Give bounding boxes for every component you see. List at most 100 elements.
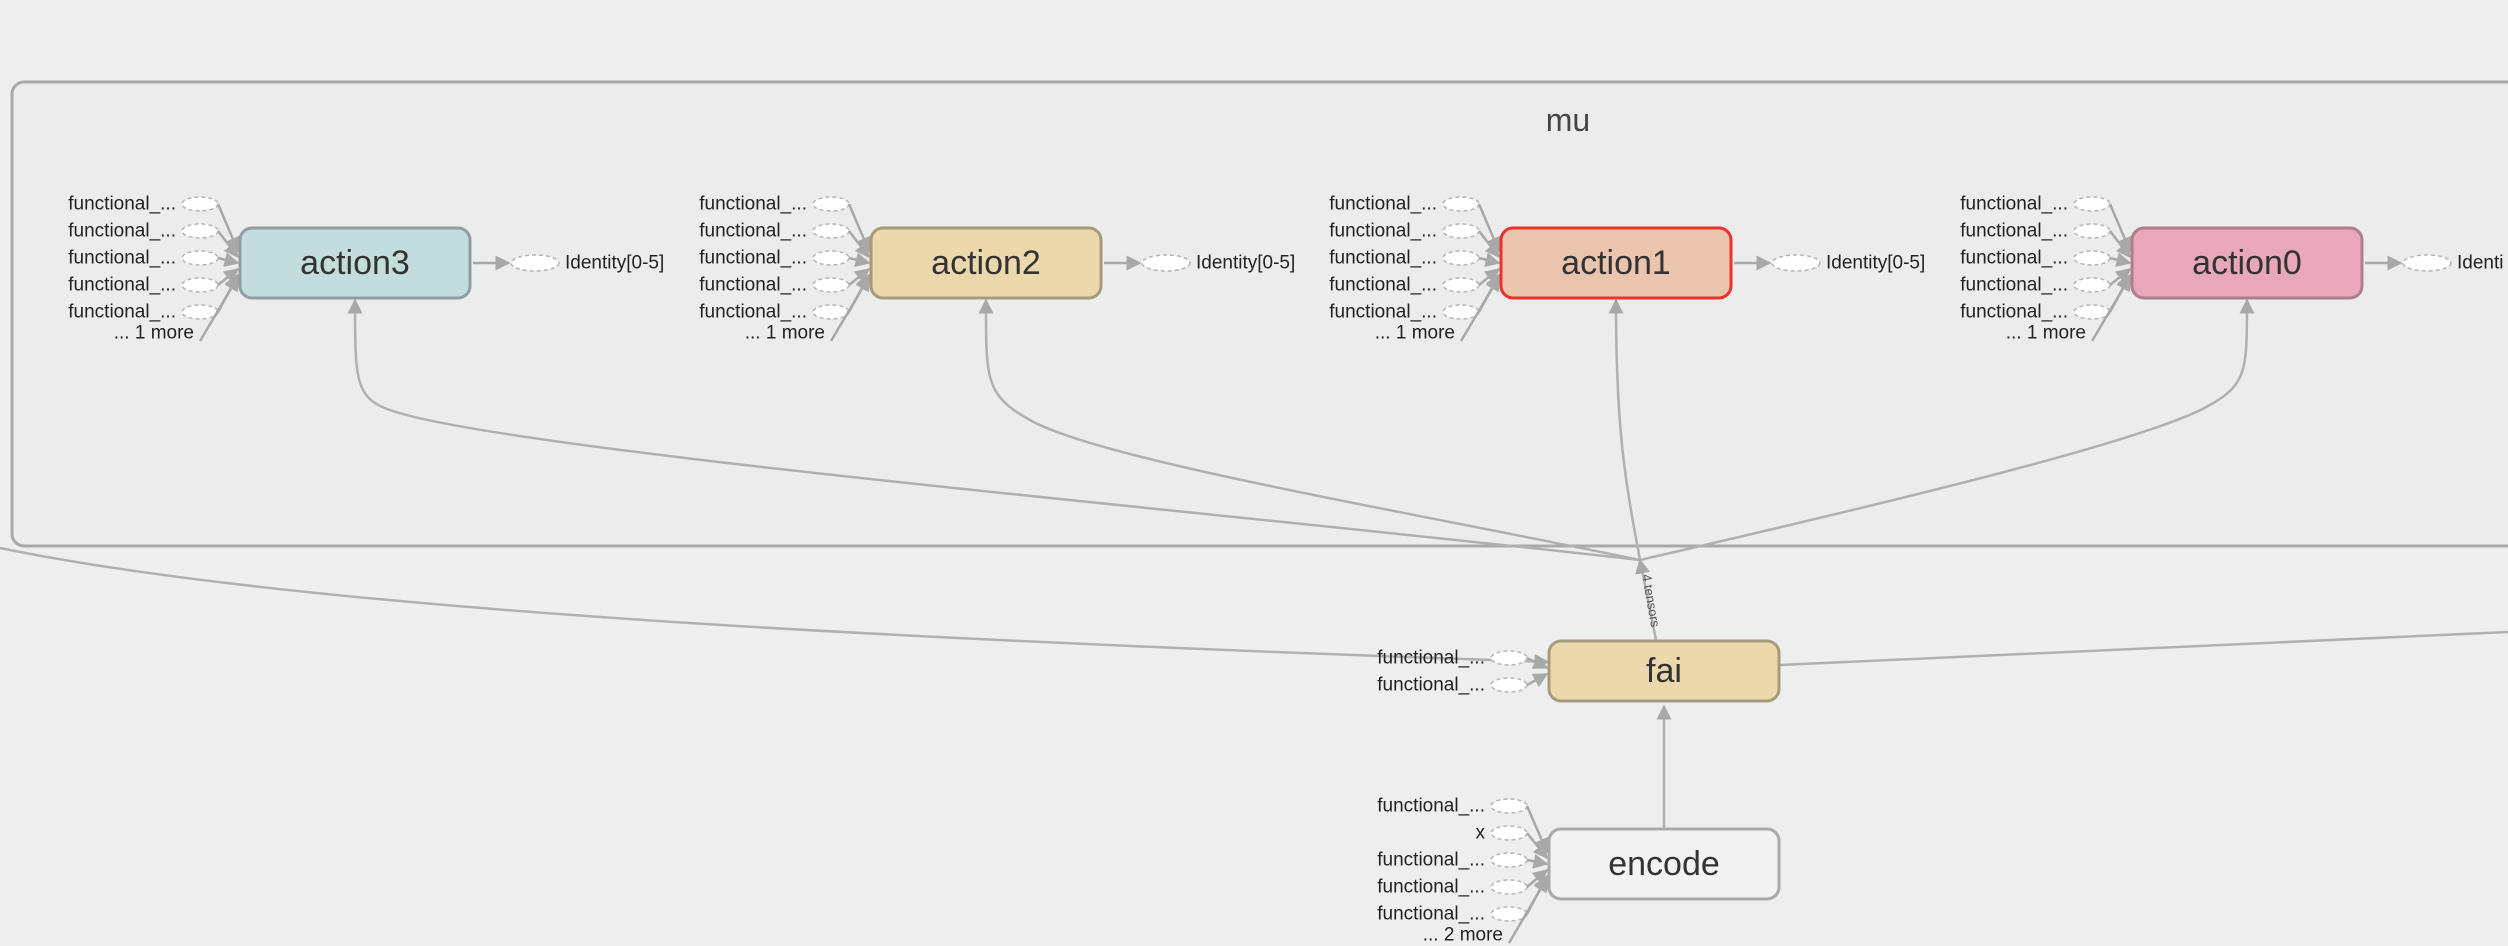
- action3-input-ellipse[interactable]: [181, 196, 219, 212]
- action2-input-ellipse[interactable]: [812, 196, 850, 212]
- fai-input-edge: [1526, 655, 1549, 670]
- encode-input-ellipse[interactable]: [1490, 852, 1528, 868]
- node-fai[interactable]: functional_... functional_... fai: [1377, 639, 1781, 703]
- encode-input-ellipse[interactable]: [1490, 798, 1528, 814]
- action1-input-label[interactable]: functional_...: [1329, 248, 1437, 269]
- edge-fai-tensor-label: 4 tensors: [1639, 573, 1663, 629]
- action1-input-label[interactable]: functional_...: [1329, 221, 1437, 242]
- action1-input-ellipse[interactable]: [1442, 196, 1480, 212]
- node-action0[interactable]: functional_... functional_... functional_.…: [1960, 194, 2503, 344]
- action3-input-ellipse[interactable]: [181, 223, 219, 239]
- edge-offscreen-left-to-fai: [0, 546, 1550, 670]
- encode-more-inputs-edge: [1507, 876, 1549, 944]
- fai-box[interactable]: [1547, 639, 1781, 703]
- encode-input-ellipse[interactable]: [1490, 879, 1528, 895]
- action0-input-ellipse[interactable]: [2073, 277, 2111, 293]
- action0-input-label[interactable]: functional_...: [1960, 302, 2068, 323]
- action0-input-label[interactable]: functional_...: [1960, 275, 2068, 296]
- action1-output-ellipse[interactable]: [1771, 254, 1821, 272]
- action3-input-label[interactable]: functional_...: [68, 302, 176, 323]
- edge-fai-to-action0: [1639, 298, 2255, 562]
- action1-output-label[interactable]: Identity[0-5]: [1826, 253, 1925, 274]
- action1-more-inputs-label[interactable]: ... 1 more: [1375, 323, 1455, 344]
- node-action3[interactable]: functional_... functional_... functional_.…: [68, 194, 664, 344]
- action0-more-inputs-label[interactable]: ... 1 more: [2006, 323, 2086, 344]
- action3-input-label[interactable]: functional_...: [68, 221, 176, 242]
- action2-input-label[interactable]: functional_...: [699, 248, 807, 269]
- action0-input-label[interactable]: functional_...: [1960, 221, 2068, 242]
- encode-input-edge: [1526, 853, 1549, 869]
- action1-input-label[interactable]: functional_...: [1329, 275, 1437, 296]
- action2-input-label[interactable]: functional_...: [699, 221, 807, 242]
- fai-input-edge: [1526, 672, 1549, 688]
- action0-output-label[interactable]: Identi: [2457, 253, 2503, 274]
- action3-input-label[interactable]: functional_...: [68, 275, 176, 296]
- action0-input-label[interactable]: functional_...: [1960, 248, 2068, 269]
- action3-input-label[interactable]: functional_...: [68, 194, 176, 215]
- encode-input-label[interactable]: functional_...: [1377, 850, 1485, 871]
- group-mu-title: mu: [1546, 102, 1590, 138]
- fai-input-label[interactable]: functional_...: [1377, 648, 1485, 669]
- fai-input-ellipse[interactable]: [1490, 650, 1528, 666]
- action3-box[interactable]: [238, 226, 472, 300]
- group-mu-box: [10, 80, 2508, 548]
- action2-input-ellipse[interactable]: [812, 223, 850, 239]
- action0-output-ellipse[interactable]: [2402, 254, 2452, 272]
- action2-input-label[interactable]: functional_...: [699, 194, 807, 215]
- action2-input-edge: [848, 252, 871, 268]
- node-encode[interactable]: functional_...xfunctional_...functional_…: [1377, 796, 1781, 946]
- encode-box[interactable]: [1547, 827, 1781, 901]
- action1-input-ellipse[interactable]: [1442, 304, 1480, 320]
- action0-input-ellipse[interactable]: [2073, 250, 2111, 266]
- encode-input-label[interactable]: functional_...: [1377, 796, 1485, 817]
- action2-label: action2: [931, 244, 1041, 282]
- action2-input-ellipse[interactable]: [812, 250, 850, 266]
- action3-input-ellipse[interactable]: [181, 304, 219, 320]
- encode-more-inputs-label[interactable]: ... 2 more: [1423, 925, 1503, 946]
- edge-fai-to-action1: [1608, 298, 1642, 561]
- fai-label: fai: [1646, 652, 1682, 690]
- action2-input-label[interactable]: functional_...: [699, 275, 807, 296]
- action3-input-label[interactable]: functional_...: [68, 248, 176, 269]
- action0-input-ellipse[interactable]: [2073, 196, 2111, 212]
- action1-more-inputs-edge: [1459, 275, 1501, 342]
- action3-input-ellipse[interactable]: [181, 250, 219, 266]
- action2-box[interactable]: [869, 226, 1103, 300]
- group-mu[interactable]: mu: [10, 80, 2508, 548]
- node-action2[interactable]: functional_... functional_... functional_.…: [699, 194, 1295, 344]
- action1-box[interactable]: [1499, 226, 1733, 300]
- action0-box[interactable]: [2130, 226, 2364, 300]
- action2-more-inputs-edge: [829, 275, 871, 342]
- action0-input-ellipse[interactable]: [2073, 304, 2111, 320]
- action3-output-ellipse[interactable]: [510, 254, 560, 272]
- action3-more-inputs-edge: [198, 275, 240, 342]
- action2-input-ellipse[interactable]: [812, 304, 850, 320]
- action1-input-ellipse[interactable]: [1442, 250, 1480, 266]
- action3-output-label[interactable]: Identity[0-5]: [565, 253, 664, 274]
- encode-input-label[interactable]: x: [1476, 823, 1486, 844]
- action3-label: action3: [300, 244, 410, 282]
- action3-more-inputs-label[interactable]: ... 1 more: [114, 323, 194, 344]
- fai-input-ellipse[interactable]: [1490, 677, 1528, 693]
- encode-input-ellipse[interactable]: [1490, 906, 1528, 922]
- action1-label: action1: [1561, 244, 1671, 282]
- action2-output-ellipse[interactable]: [1141, 254, 1191, 272]
- action0-more-inputs-edge: [2090, 275, 2132, 342]
- action2-input-label[interactable]: functional_...: [699, 302, 807, 323]
- action1-input-label[interactable]: functional_...: [1329, 194, 1437, 215]
- fai-input-label[interactable]: functional_...: [1377, 675, 1485, 696]
- encode-input-label[interactable]: functional_...: [1377, 877, 1485, 898]
- action1-input-ellipse[interactable]: [1442, 277, 1480, 293]
- action0-input-ellipse[interactable]: [2073, 223, 2111, 239]
- action3-input-ellipse[interactable]: [181, 277, 219, 293]
- action2-input-ellipse[interactable]: [812, 277, 850, 293]
- action2-output-label[interactable]: Identity[0-5]: [1196, 253, 1295, 274]
- action1-input-ellipse[interactable]: [1442, 223, 1480, 239]
- encode-input-ellipse[interactable]: [1490, 825, 1528, 841]
- encode-input-label[interactable]: functional_...: [1377, 904, 1485, 925]
- action2-more-inputs-label[interactable]: ... 1 more: [745, 323, 825, 344]
- action1-input-label[interactable]: functional_...: [1329, 302, 1437, 323]
- action0-input-label[interactable]: functional_...: [1960, 194, 2068, 215]
- node-action1[interactable]: functional_... functional_... functional_.…: [1329, 194, 1925, 344]
- action0-input-edge: [2109, 252, 2132, 268]
